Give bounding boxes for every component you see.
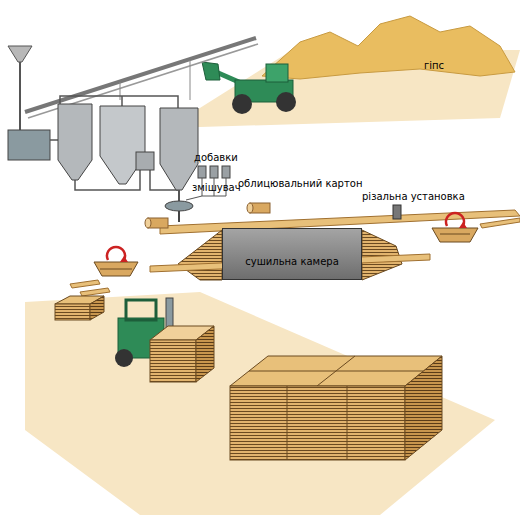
part-label: змішувач: [192, 182, 241, 194]
loader-wheel: [232, 94, 252, 114]
part-label: різальна установка: [362, 191, 465, 203]
board: [80, 288, 110, 296]
paper-roll: [145, 218, 151, 228]
silo: [100, 106, 145, 184]
rotate-arrow: [107, 247, 125, 260]
mixer: [165, 201, 193, 211]
board-stack: [347, 386, 348, 460]
board: [480, 218, 520, 228]
loader-wheel: [276, 92, 296, 112]
forklift: [115, 298, 214, 382]
additive-tank: [210, 166, 218, 178]
part-label: гіпс: [424, 60, 444, 72]
board-stack: [150, 340, 196, 382]
board-stack: [178, 230, 222, 280]
part-label: добавки: [194, 152, 238, 164]
additive-tank: [198, 166, 206, 178]
board-stack: [405, 356, 442, 460]
board-stack: [287, 386, 288, 460]
conveyor-support: [120, 82, 121, 100]
conveyor-support: [190, 60, 191, 100]
board-flipper: [100, 269, 132, 270]
pipe: [19, 62, 21, 130]
loader-cab: [266, 64, 288, 82]
additive-tank: [222, 166, 230, 178]
board-stack: [230, 386, 405, 460]
rotate-arrow: [446, 213, 464, 226]
drying-chamber: сушильна камера: [222, 228, 362, 280]
part-label: облицювальний картон: [238, 178, 362, 190]
board: [70, 280, 100, 288]
paper-roll: [247, 203, 253, 213]
crusher: [8, 130, 50, 160]
silo: [58, 104, 92, 180]
rotate-arrow: [120, 256, 128, 262]
board-stack: [249, 371, 423, 372]
forklift-wheel: [115, 349, 133, 367]
node-label: сушильна камера: [245, 242, 339, 267]
board-stack: [196, 326, 214, 382]
loader-bucket: [202, 62, 220, 80]
gypsum-pile: [262, 16, 515, 79]
board-stack: [55, 304, 90, 320]
cutter: [393, 205, 401, 219]
ground-area: [25, 292, 495, 515]
rotate-arrow: [459, 222, 467, 228]
board-flipper: [432, 228, 478, 242]
board-flipper: [440, 234, 470, 235]
board-stack: [90, 296, 104, 320]
board-flipper: [94, 262, 138, 276]
forklift-cab: [126, 300, 156, 320]
pipe: [178, 190, 180, 202]
silo: [160, 108, 198, 190]
wheel-loader: [202, 62, 296, 114]
tank: [136, 152, 154, 170]
feed-funnel: [8, 46, 32, 62]
mixer-outlet: [178, 211, 180, 222]
pipe: [121, 96, 123, 106]
